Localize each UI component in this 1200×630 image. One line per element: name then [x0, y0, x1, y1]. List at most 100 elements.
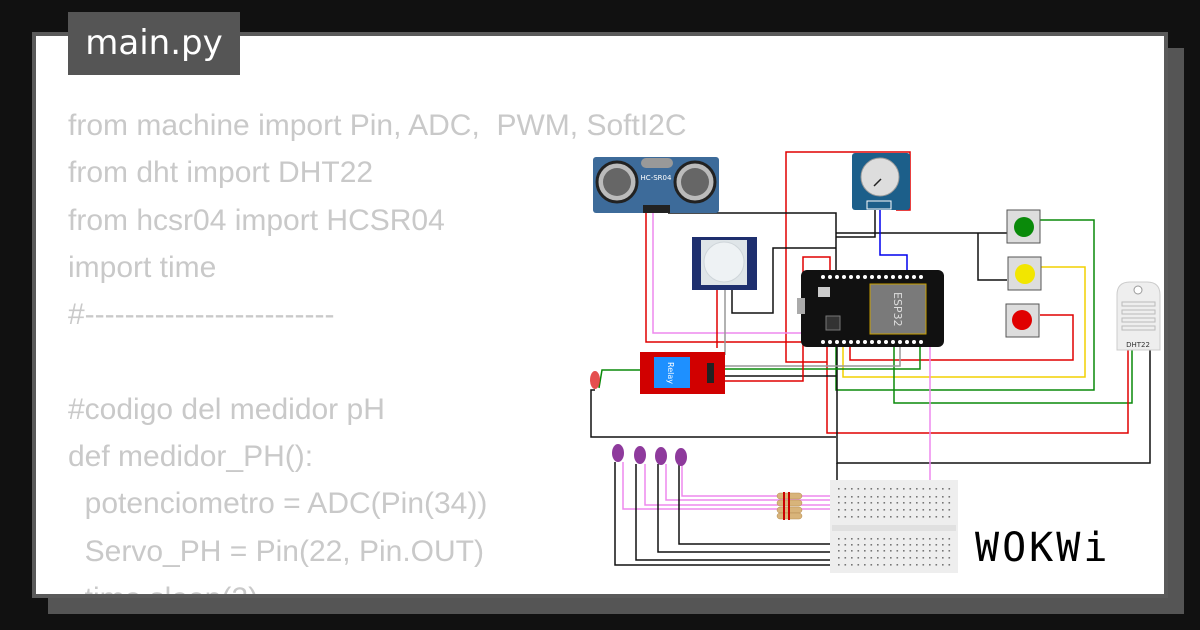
- breadboard-hole: [870, 488, 873, 490]
- breadboard-hole: [935, 538, 938, 540]
- code-preview-card: from machine import Pin, ADC, PWM, SoftI…: [32, 32, 1168, 598]
- dht22-sensor[interactable]: DHT22: [1116, 281, 1161, 351]
- breadboard-hole: [883, 509, 886, 511]
- breadboard-hole: [864, 509, 866, 511]
- potentiometer[interactable]: [852, 153, 910, 210]
- led-purple[interactable]: [634, 446, 646, 464]
- breadboard-hole: [935, 564, 938, 566]
- breadboard-hole: [883, 550, 886, 552]
- relay-module[interactable]: Relay: [640, 352, 725, 394]
- ultrasonic-sensor[interactable]: HC-SR04: [593, 157, 719, 213]
- breadboard-hole: [948, 488, 951, 490]
- breadboard-hole: [896, 544, 899, 546]
- breadboard-hole: [883, 502, 886, 504]
- breadboard-hole: [864, 488, 866, 490]
- breadboard-hole: [857, 564, 860, 566]
- code-line: time.sleep(2): [68, 575, 687, 594]
- breadboard-hole: [903, 516, 905, 518]
- breadboard-hole: [916, 544, 918, 546]
- pushbutton-red[interactable]: [1005, 303, 1040, 338]
- breadboard-hole: [870, 550, 873, 552]
- breadboard-hole: [838, 488, 840, 490]
- wire: [893, 347, 1133, 404]
- breadboard-hole: [838, 502, 840, 504]
- wire: [635, 464, 837, 561]
- breadboard-hole: [864, 502, 866, 504]
- breadboard-hole: [909, 496, 912, 498]
- breadboard-hole: [877, 496, 879, 498]
- breadboard-hole: [890, 488, 892, 490]
- wire: [849, 314, 1074, 361]
- breadboard-hole: [844, 557, 847, 559]
- breadboard-hole: [909, 557, 912, 559]
- breadboard-hole: [857, 557, 860, 559]
- wire: [725, 256, 831, 382]
- led-red[interactable]: [590, 371, 600, 389]
- breadboard-hole: [909, 516, 912, 518]
- breadboard-hole: [929, 550, 931, 552]
- breadboard-hole: [903, 502, 905, 504]
- breadboard-hole: [844, 550, 847, 552]
- breadboard-hole: [935, 509, 938, 511]
- breadboard-hole: [851, 496, 853, 498]
- breadboard-hole: [844, 538, 847, 540]
- breadboard-hole: [870, 502, 873, 504]
- breadboard-hole: [942, 538, 944, 540]
- breadboard[interactable]: [830, 480, 958, 573]
- breadboard-hole: [838, 516, 840, 518]
- breadboard-hole: [870, 516, 873, 518]
- resistors[interactable]: [776, 492, 803, 520]
- breadboard-hole: [851, 516, 853, 518]
- breadboard-hole: [942, 564, 944, 566]
- breadboard-hole: [877, 550, 879, 552]
- breadboard-hole: [877, 509, 879, 511]
- breadboard-hole: [896, 550, 899, 552]
- breadboard-hole: [922, 544, 925, 546]
- breadboard-hole: [838, 550, 840, 552]
- breadboard-hole: [916, 509, 918, 511]
- breadboard-hole: [948, 496, 951, 498]
- breadboard-hole: [909, 564, 912, 566]
- breadboard-hole: [838, 538, 840, 540]
- wire: [731, 247, 836, 314]
- breadboard-hole: [857, 496, 860, 498]
- breadboard-hole: [851, 557, 853, 559]
- breadboard-hole: [948, 544, 951, 546]
- diagram-group: HC-SR04 ESP32: [590, 151, 1161, 573]
- breadboard-hole: [942, 509, 944, 511]
- breadboard-hole: [922, 496, 925, 498]
- breadboard-hole: [857, 538, 860, 540]
- breadboard-hole: [890, 557, 892, 559]
- breadboard-hole: [909, 488, 912, 490]
- breadboard-hole: [857, 516, 860, 518]
- breadboard-hole: [916, 488, 918, 490]
- esp32-board[interactable]: ESP32: [797, 270, 944, 347]
- breadboard-hole: [903, 538, 905, 540]
- wire: [657, 464, 837, 553]
- breadboard-hole: [883, 564, 886, 566]
- pushbutton-yellow[interactable]: [1007, 256, 1042, 291]
- breadboard-hole: [877, 488, 879, 490]
- led-purple[interactable]: [612, 444, 624, 462]
- wire: [725, 347, 901, 367]
- breadboard-hole: [922, 509, 925, 511]
- breadboard-hole: [844, 496, 847, 498]
- breadboard-hole: [883, 496, 886, 498]
- pir-sensor[interactable]: [692, 237, 757, 290]
- breadboard-hole: [935, 544, 938, 546]
- breadboard-hole: [857, 544, 860, 546]
- breadboard-hole: [935, 488, 938, 490]
- wire: [614, 462, 837, 566]
- wire: [879, 208, 908, 272]
- led-purple[interactable]: [675, 448, 687, 466]
- breadboard-hole: [916, 538, 918, 540]
- breadboard-hole: [929, 557, 931, 559]
- wire: [836, 208, 876, 238]
- file-tab[interactable]: main.py: [68, 12, 240, 75]
- breadboard-hole: [857, 550, 860, 552]
- breadboard-hole: [851, 550, 853, 552]
- pushbutton-green[interactable]: [1006, 209, 1041, 244]
- breadboard-hole: [851, 502, 853, 504]
- led-purple[interactable]: [655, 447, 667, 465]
- breadboard-hole: [942, 550, 944, 552]
